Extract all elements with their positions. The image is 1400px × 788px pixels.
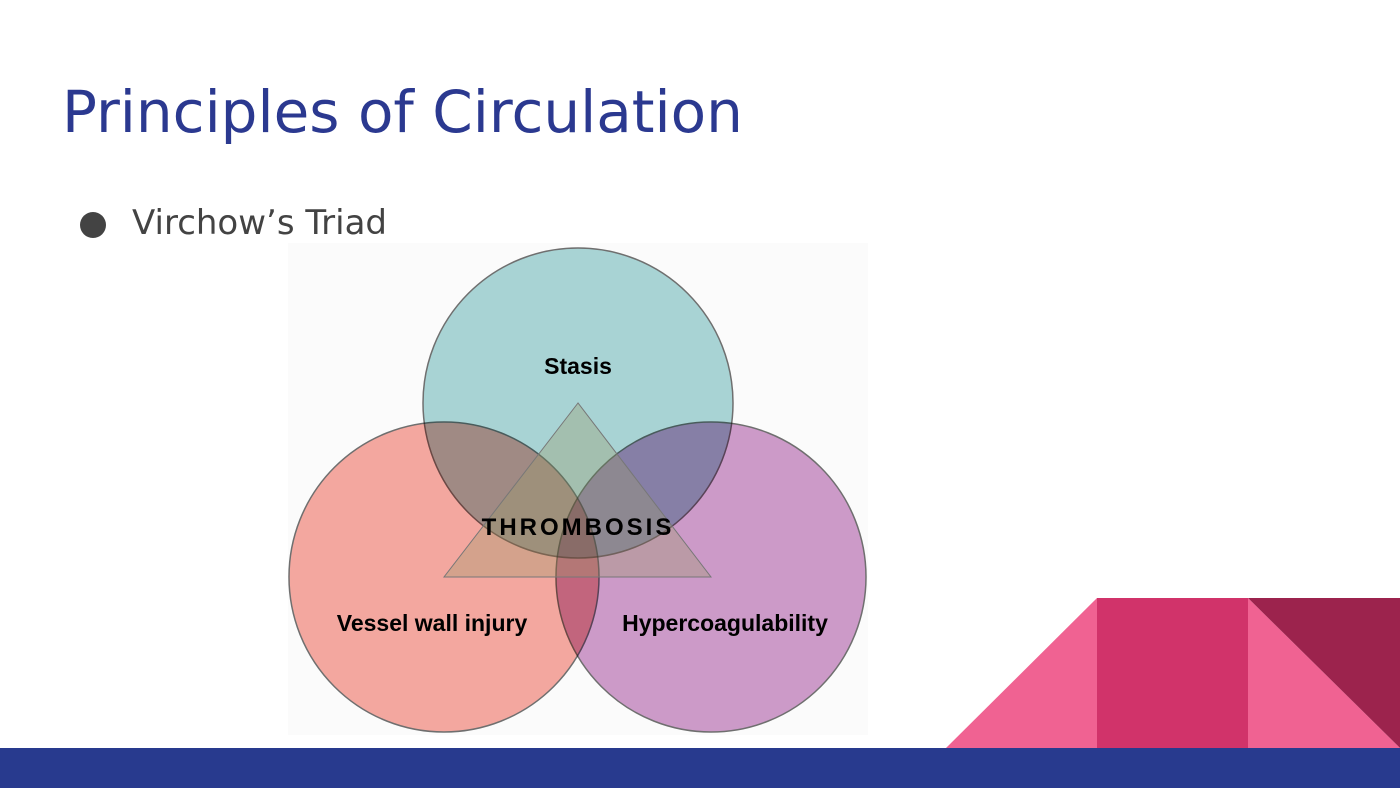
bullet-dot-icon	[80, 212, 106, 238]
deco-triangle-left	[946, 598, 1097, 748]
deco-square	[1097, 598, 1248, 748]
slide-title: Principles of Circulation	[62, 78, 743, 146]
stasis-label: Stasis	[544, 353, 612, 379]
deco-triangle-right-dark	[1248, 598, 1400, 748]
vessel-wall-injury-label: Vessel wall injury	[337, 610, 528, 636]
thrombosis-label: THROMBOSIS	[482, 514, 675, 541]
hypercoagulability-label: Hypercoagulability	[622, 610, 828, 636]
footer-bar	[0, 748, 1400, 788]
bullet-text: Virchow’s Triad	[132, 203, 387, 243]
thrombosis-triangle	[442, 402, 713, 578]
